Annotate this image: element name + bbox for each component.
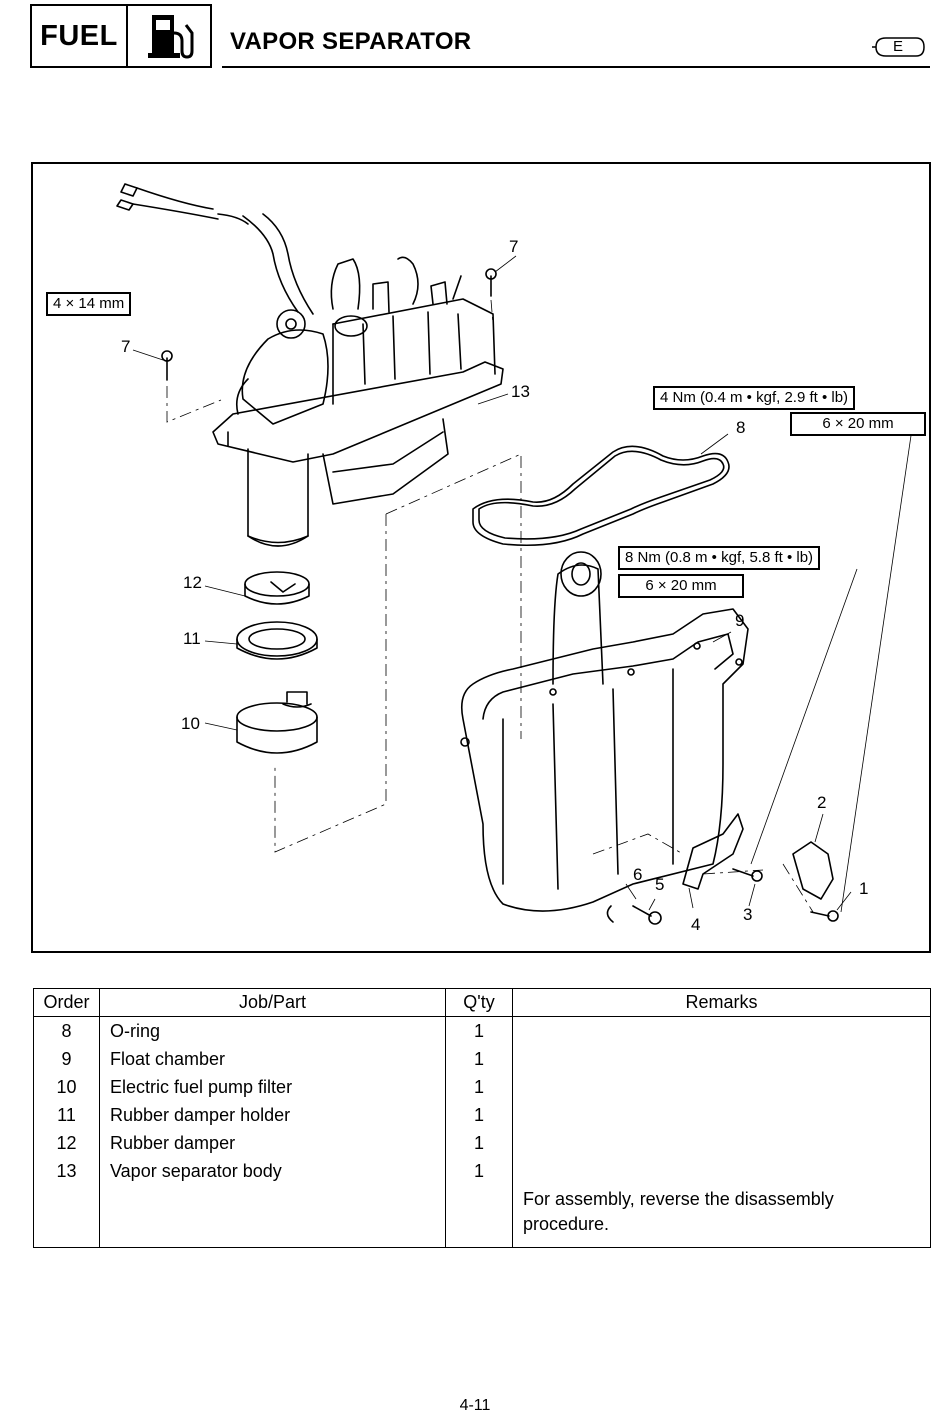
table-row: 9 Float chamber 1 bbox=[33, 1045, 931, 1073]
callout-6: 6 bbox=[633, 865, 643, 884]
callout-13: 13 bbox=[511, 382, 530, 401]
callout-4: 4 bbox=[691, 915, 701, 934]
spec-screw-7-size: 4 × 14 mm bbox=[46, 292, 132, 316]
rubber-damper bbox=[244, 571, 310, 605]
table-row: 10 Electric fuel pump filter 1 bbox=[33, 1073, 931, 1101]
page-number: 4-11 bbox=[459, 1397, 491, 1414]
row-remarks bbox=[512, 1157, 931, 1185]
row-remarks bbox=[512, 1129, 931, 1157]
row-qty: 1 bbox=[445, 1129, 513, 1157]
section-tab: FUEL bbox=[30, 4, 212, 68]
row-order: 8 bbox=[33, 1016, 100, 1045]
row-remarks bbox=[512, 1045, 931, 1073]
fuel-pump-icon bbox=[128, 6, 210, 66]
bracket bbox=[682, 813, 744, 890]
row-qty: 1 bbox=[445, 1101, 513, 1129]
row-remarks bbox=[512, 1101, 931, 1129]
callout-7-upper: 7 bbox=[509, 237, 519, 256]
row-remarks bbox=[512, 1073, 931, 1101]
spec-screw-3-size: 6 × 20 mm bbox=[790, 412, 926, 436]
table-row: 11 Rubber damper holder 1 bbox=[33, 1101, 931, 1129]
o-ring bbox=[472, 445, 730, 546]
vapor-separator-body bbox=[116, 183, 504, 547]
row-order: 9 bbox=[33, 1045, 100, 1073]
callout-11: 11 bbox=[183, 629, 201, 648]
callout-7-left: 7 bbox=[121, 337, 131, 356]
header-remarks: Remarks bbox=[512, 988, 931, 1017]
rubber-damper-holder bbox=[236, 621, 318, 660]
spec-torque-screw-1: 8 Nm (0.8 m • kgf, 5.8 ft • lb) bbox=[618, 546, 821, 570]
row-qty: 1 bbox=[445, 1073, 513, 1101]
row-order: 13 bbox=[33, 1157, 100, 1185]
exploded-diagram: 4 × 14 mm 4 Nm (0.4 m • kgf, 2.9 ft • lb… bbox=[31, 162, 931, 953]
row-qty: 1 bbox=[445, 1157, 513, 1185]
header-job-part: Job/Part bbox=[99, 988, 446, 1017]
row-remarks bbox=[512, 1016, 931, 1045]
table-header-row: Order Job/Part Q'ty Remarks bbox=[33, 988, 931, 1017]
assembly-remark: For assembly, reverse the disassembly pr… bbox=[523, 1189, 834, 1234]
row-part: O-ring bbox=[99, 1016, 446, 1045]
callout-1: 1 bbox=[859, 879, 869, 898]
header-qty: Q'ty bbox=[445, 988, 513, 1017]
callout-10: 10 bbox=[181, 714, 200, 733]
spec-screw-1-size: 6 × 20 mm bbox=[618, 574, 744, 598]
spec-torque-screw-3: 4 Nm (0.4 m • kgf, 2.9 ft • lb) bbox=[653, 386, 856, 410]
row-qty: 1 bbox=[445, 1016, 513, 1045]
callout-8: 8 bbox=[736, 418, 746, 437]
row-order: 10 bbox=[33, 1073, 100, 1101]
callout-3: 3 bbox=[743, 905, 753, 924]
row-part: Vapor separator body bbox=[99, 1157, 446, 1185]
table-row: 13 Vapor separator body 1 bbox=[33, 1157, 931, 1185]
row-part: Rubber damper holder bbox=[99, 1101, 446, 1129]
row-part: Electric fuel pump filter bbox=[99, 1073, 446, 1101]
row-part: Rubber damper bbox=[99, 1129, 446, 1157]
callout-5: 5 bbox=[655, 875, 665, 894]
page-title: VAPOR SEPARATOR bbox=[230, 28, 472, 55]
parts-table: Order Job/Part Q'ty Remarks 8 O-ring 1 9… bbox=[33, 988, 931, 1248]
header-order: Order bbox=[33, 988, 100, 1017]
title-rule bbox=[222, 66, 930, 68]
row-order: 12 bbox=[33, 1129, 100, 1157]
section-label: FUEL bbox=[32, 6, 128, 66]
language-badge-text: E bbox=[892, 38, 903, 55]
language-badge: E bbox=[870, 36, 926, 58]
row-part: Float chamber bbox=[99, 1045, 446, 1073]
table-row-final: For assembly, reverse the disassembly pr… bbox=[33, 1185, 931, 1248]
row-qty: 1 bbox=[445, 1045, 513, 1073]
table-row: 12 Rubber damper 1 bbox=[33, 1129, 931, 1157]
diagram-drawing bbox=[116, 183, 914, 925]
callout-9: 9 bbox=[735, 611, 745, 630]
fuel-pump-filter bbox=[236, 691, 318, 754]
callout-2: 2 bbox=[817, 793, 827, 812]
row-order: 11 bbox=[33, 1101, 100, 1129]
float-chamber bbox=[460, 551, 749, 912]
sensor bbox=[792, 841, 834, 900]
callout-12: 12 bbox=[183, 573, 202, 592]
table-row: 8 O-ring 1 bbox=[33, 1016, 931, 1045]
